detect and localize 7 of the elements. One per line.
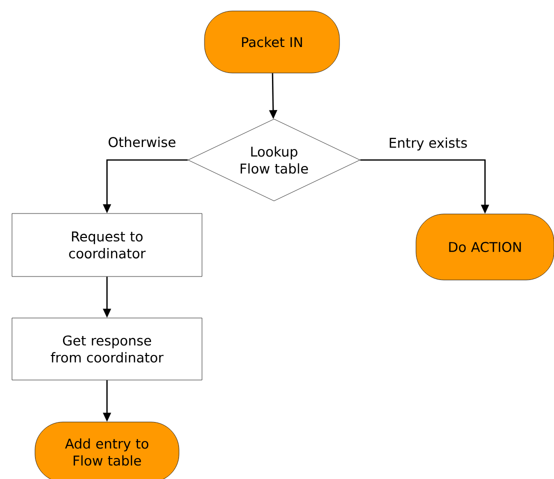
- process-box: Request to coordinator: [12, 213, 202, 277]
- process-box: Get response from coordinator: [12, 318, 202, 380]
- terminal-box: Do ACTION: [416, 214, 554, 280]
- edge-label: Entry exists: [390, 137, 467, 150]
- terminal-box: Add entry to Flow table: [34, 422, 180, 479]
- edge-label: Otherwise: [108, 136, 176, 148]
- terminal-box: Packet IN: [204, 10, 340, 74]
